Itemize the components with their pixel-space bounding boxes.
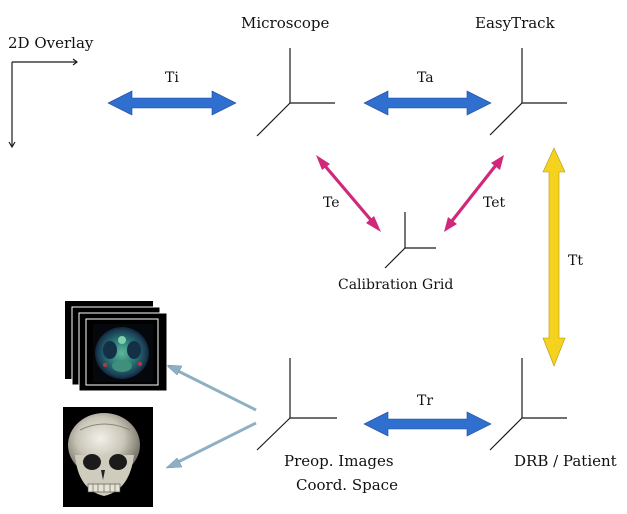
frame-preop-images: Preop. Images Coord. Space (256, 358, 398, 494)
arrow-te: Te (316, 155, 381, 232)
label-microscope: Microscope (241, 14, 329, 32)
mri-slice-image (93, 324, 153, 382)
calibration-axes (384, 212, 436, 269)
drb-axes (489, 358, 567, 451)
label-drb-patient: DRB / Patient (514, 452, 617, 470)
label-ta: Ta (417, 70, 434, 86)
easytrack-axes (489, 48, 567, 136)
arrow-tt: Tt (542, 147, 583, 367)
label-easytrack: EasyTrack (475, 14, 556, 32)
microscope-axes (256, 48, 335, 137)
arrow-skull-to-preop (165, 421, 257, 469)
mri-slice-stack-icon (65, 301, 168, 392)
label-preop-line1: Preop. Images (284, 452, 394, 470)
frame-easytrack: EasyTrack (475, 14, 567, 136)
arrow-tr: Tr (363, 393, 492, 437)
label-tet: Tet (483, 195, 506, 211)
arrow-tet: Tet (444, 155, 506, 232)
preop-axes (256, 358, 337, 451)
arrow-ti: Ti (107, 70, 237, 116)
label-calibration-grid: Calibration Grid (338, 277, 453, 293)
frame-2d-overlay: 2D Overlay (8, 34, 94, 149)
label-2d-overlay: 2D Overlay (8, 34, 94, 52)
label-tt: Tt (568, 253, 583, 269)
arrow-ta: Ta (363, 70, 492, 116)
frame-calibration-grid: Calibration Grid (338, 212, 453, 293)
3d-skull-render-icon (63, 407, 153, 507)
arrow-mri-to-preop (165, 364, 257, 412)
label-te: Te (323, 195, 340, 211)
label-tr: Tr (417, 393, 433, 409)
frame-microscope: Microscope (241, 14, 335, 137)
label-ti: Ti (165, 70, 179, 86)
label-preop-line2: Coord. Space (296, 476, 398, 494)
frame-drb-patient: DRB / Patient (489, 358, 617, 470)
overlay-axes (8, 58, 78, 149)
